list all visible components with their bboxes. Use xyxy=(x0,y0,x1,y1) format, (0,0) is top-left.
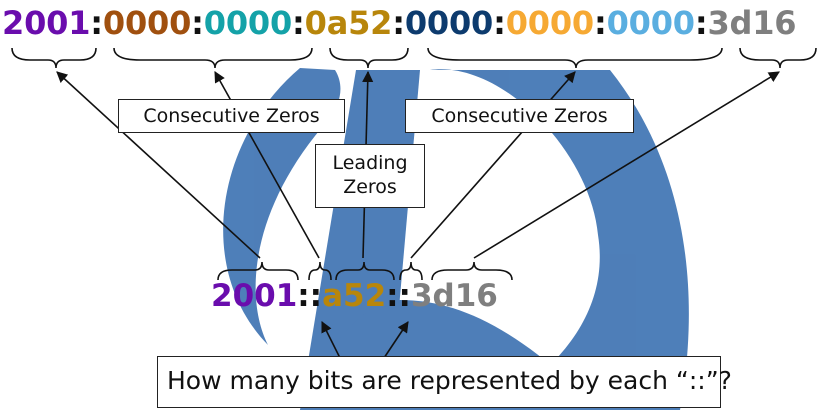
bottom-brace-3 xyxy=(335,261,395,281)
separator: : xyxy=(694,4,708,42)
top-brace-4 xyxy=(427,47,723,69)
consecutive-zeros-label-right: Consecutive Zeros xyxy=(405,99,634,133)
bottom-brace-5 xyxy=(431,261,513,281)
leading-zeros-line1: Leading xyxy=(332,152,408,174)
group-2: 0000 xyxy=(102,4,192,42)
group-7: 0000 xyxy=(606,4,695,42)
bottom-brace-1 xyxy=(217,261,299,281)
separator: : xyxy=(593,4,607,42)
separator: : xyxy=(191,4,204,42)
leading-zeros-line2: Zeros xyxy=(343,176,397,198)
separator: : xyxy=(90,4,103,42)
arrow-group1 xyxy=(56,71,261,259)
compressed-ipv6-address: 2001::a52::3d16 xyxy=(211,278,498,314)
arrow-group8 xyxy=(473,71,780,259)
arrow-question-dc2 xyxy=(383,321,409,359)
separator: : xyxy=(292,4,305,42)
group-1: 2001 xyxy=(2,4,91,42)
bottom-brace-4 xyxy=(399,261,423,281)
group-4: 0a52 xyxy=(304,4,393,42)
question-box: How many bits are represented by each “:… xyxy=(157,356,732,408)
group-6: 0000 xyxy=(505,4,594,42)
short-group-8: 3d16 xyxy=(410,278,498,314)
group-5: 0000 xyxy=(404,4,494,42)
arrow-question-dc1 xyxy=(321,320,341,359)
bottom-brace-2 xyxy=(308,261,332,281)
double-colon-2: :: xyxy=(386,278,411,314)
top-brace-1 xyxy=(11,47,97,69)
top-brace-2 xyxy=(113,47,313,69)
leading-zeros-label: Leading Zeros xyxy=(315,144,425,208)
top-brace-5 xyxy=(739,47,817,69)
separator: : xyxy=(493,4,506,42)
short-group-4: a52 xyxy=(322,278,387,314)
separator: : xyxy=(392,4,405,42)
full-ipv6-address: 2001:0000:0000:0a52:0000:0000:0000:3d16 xyxy=(2,4,797,42)
top-brace-3 xyxy=(329,47,409,69)
group-8: 3d16 xyxy=(707,4,797,42)
group-3: 0000 xyxy=(203,4,293,42)
consecutive-zeros-label-left: Consecutive Zeros xyxy=(118,99,345,133)
double-colon-1: :: xyxy=(297,278,323,314)
short-group-1: 2001 xyxy=(211,278,298,314)
